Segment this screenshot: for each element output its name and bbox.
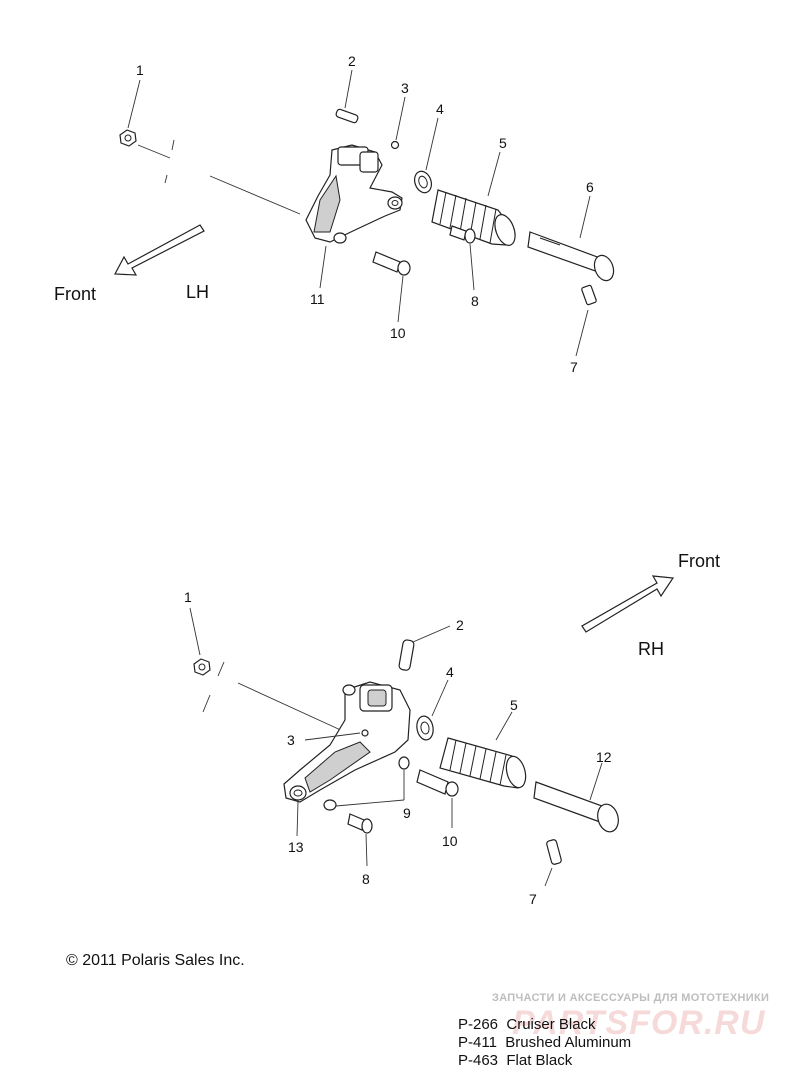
rh-front-label: Front [678,551,720,571]
rh-bracket [283,681,411,803]
lh-bolt-10 [372,251,411,276]
rh-callout-10: 10 [442,833,458,849]
rh-footpeg-rubber [439,737,527,789]
lh-callout-4: 4 [436,101,444,117]
rh-callout-12: 12 [596,749,612,765]
lh-assembly: Front LH [54,53,615,375]
rh-callout-3: 3 [287,732,295,748]
rh-pin [398,639,415,671]
watermark-brand: PARTSFOR.RU [512,1004,766,1042]
lh-callout-11: 11 [310,291,325,307]
lh-bracket [305,144,403,244]
lh-callout-6: 6 [586,179,594,195]
lh-nut [119,129,137,147]
lh-set-screw [581,284,597,306]
watermark-tagline: ЗАПЧАСТИ И АКСЕССУАРЫ ДЛЯ МОТОТЕХНИКИ [492,992,770,1004]
lh-side-label: LH [186,282,209,302]
rh-bolt-10 [416,769,459,797]
lh-front-label: Front [54,284,96,304]
lh-clevis-pin [527,231,615,282]
finish-row: P-266 Cruiser Black [458,1016,596,1033]
finish-row: P-463 Flat Black [458,1052,573,1069]
lh-callout-1: 1 [136,62,144,78]
rh-callout-1: 1 [184,589,192,605]
rh-callout-2: 2 [456,617,464,633]
lh-callout-8: 8 [471,293,479,309]
rh-washer-9b [323,799,337,811]
rh-callout-7: 7 [529,891,537,907]
rh-side-label: RH [638,639,664,659]
rh-bolt-8 [347,813,373,834]
lh-callout-3: 3 [401,80,409,96]
rh-callout-8: 8 [362,871,370,887]
lh-callout-2: 2 [348,53,356,69]
finish-row: P-411 Brushed Aluminum [458,1034,632,1051]
lh-ball [390,140,400,150]
rh-callout-4: 4 [446,664,454,680]
rh-callout-9: 9 [403,805,411,821]
lh-washer [413,170,433,194]
lh-pin [335,108,359,124]
copyright-notice: © 2011 Polaris Sales Inc. [66,952,245,969]
rh-washer [416,715,434,741]
rh-clevis-pin [533,781,619,833]
rh-callout-13: 13 [288,839,304,855]
lh-callout-10: 10 [390,325,406,341]
lh-footpeg-rubber [431,189,516,246]
rh-washer-9a [398,756,410,770]
rh-assembly: Front RH [184,551,720,907]
lh-front-arrow [114,224,205,276]
lh-bolt-8 [449,225,476,244]
rh-front-arrow [581,575,675,633]
rh-set-screw [546,839,562,865]
lh-callout-7: 7 [570,359,578,375]
rh-callout-5: 5 [510,697,518,713]
lh-callout-5: 5 [499,135,507,151]
finish-legend: P-266 Cruiser Black P-411 Brushed Alumin… [458,1016,631,1070]
rh-nut [193,658,211,676]
